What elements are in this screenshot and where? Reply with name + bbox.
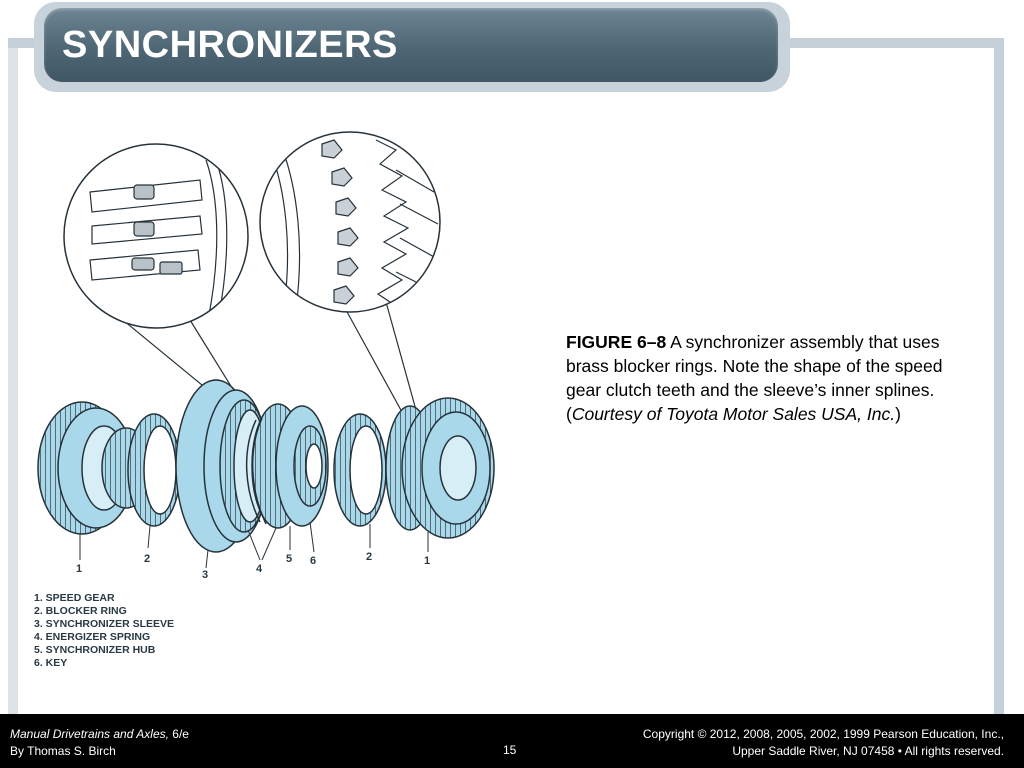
synchronizer-hub bbox=[245, 403, 329, 529]
legend-item: 4. ENERGIZER SPRING bbox=[34, 631, 151, 643]
caption-credit: Courtesy of Toyota Motor Sales USA, Inc. bbox=[571, 404, 896, 424]
copyright-notice: Copyright © 2012, 2008, 2005, 2002, 1999… bbox=[643, 726, 1004, 760]
speed-gear-right bbox=[385, 397, 495, 539]
part-number-label: 4 bbox=[256, 563, 263, 575]
page-number: 15 bbox=[503, 743, 517, 757]
slide-title: SYNCHRONIZERS bbox=[62, 24, 398, 66]
parts-legend: 1. SPEED GEAR 2. BLOCKER RING 3. SYNCHRO… bbox=[34, 592, 174, 670]
figure-caption: FIGURE 6–8 A synchronizer assembly that … bbox=[566, 330, 966, 426]
blocker-ring-left bbox=[127, 413, 181, 527]
book-author: By Thomas S. Birch bbox=[10, 744, 116, 758]
part-number-label: 2 bbox=[144, 553, 150, 565]
slide-frame-left bbox=[8, 48, 18, 714]
legend-item: 5. SYNCHRONIZER HUB bbox=[34, 644, 156, 656]
legend-item: 6. KEY bbox=[34, 657, 68, 669]
part-number-label: 1 bbox=[76, 563, 82, 575]
zoom-detail-clutch-teeth bbox=[259, 131, 441, 313]
book-title: Manual Drivetrains and Axles, bbox=[10, 727, 169, 741]
footer-bar: Manual Drivetrains and Axles, 6/e By Tho… bbox=[0, 714, 1024, 768]
footer-book-info: Manual Drivetrains and Axles, 6/e By Tho… bbox=[10, 726, 189, 760]
legend-item: 1. SPEED GEAR bbox=[34, 592, 115, 604]
legend-item: 3. SYNCHRONIZER SLEEVE bbox=[34, 618, 175, 630]
part-number-label: 1 bbox=[424, 555, 430, 567]
zoom-detail-sleeve-splines bbox=[63, 143, 249, 329]
part-number-label: 6 bbox=[310, 555, 316, 567]
copyright-line-1: Copyright © 2012, 2008, 2005, 2002, 1999… bbox=[642, 727, 1004, 741]
figure-label: FIGURE 6–8 bbox=[566, 332, 667, 352]
synchronizer-assembly-figure: 1 2 3 4 5 6 2 1 bbox=[37, 131, 495, 581]
part-number-label: 5 bbox=[286, 553, 292, 565]
legend-item: 2. BLOCKER RING bbox=[34, 605, 127, 617]
title-bar bbox=[44, 8, 778, 82]
caption-close: ) bbox=[895, 404, 901, 424]
book-edition: 6/e bbox=[168, 727, 189, 741]
part-number-label: 3 bbox=[202, 569, 208, 581]
slide-frame-right bbox=[994, 38, 1004, 714]
blocker-ring-right bbox=[333, 413, 387, 527]
gear-assembly bbox=[37, 379, 495, 569]
caption-text: A synchronizer assembly that uses brass … bbox=[566, 332, 943, 424]
part-number-label: 2 bbox=[366, 551, 372, 563]
copyright-line-2: Upper Saddle River, NJ 07458 • All right… bbox=[732, 744, 1004, 758]
